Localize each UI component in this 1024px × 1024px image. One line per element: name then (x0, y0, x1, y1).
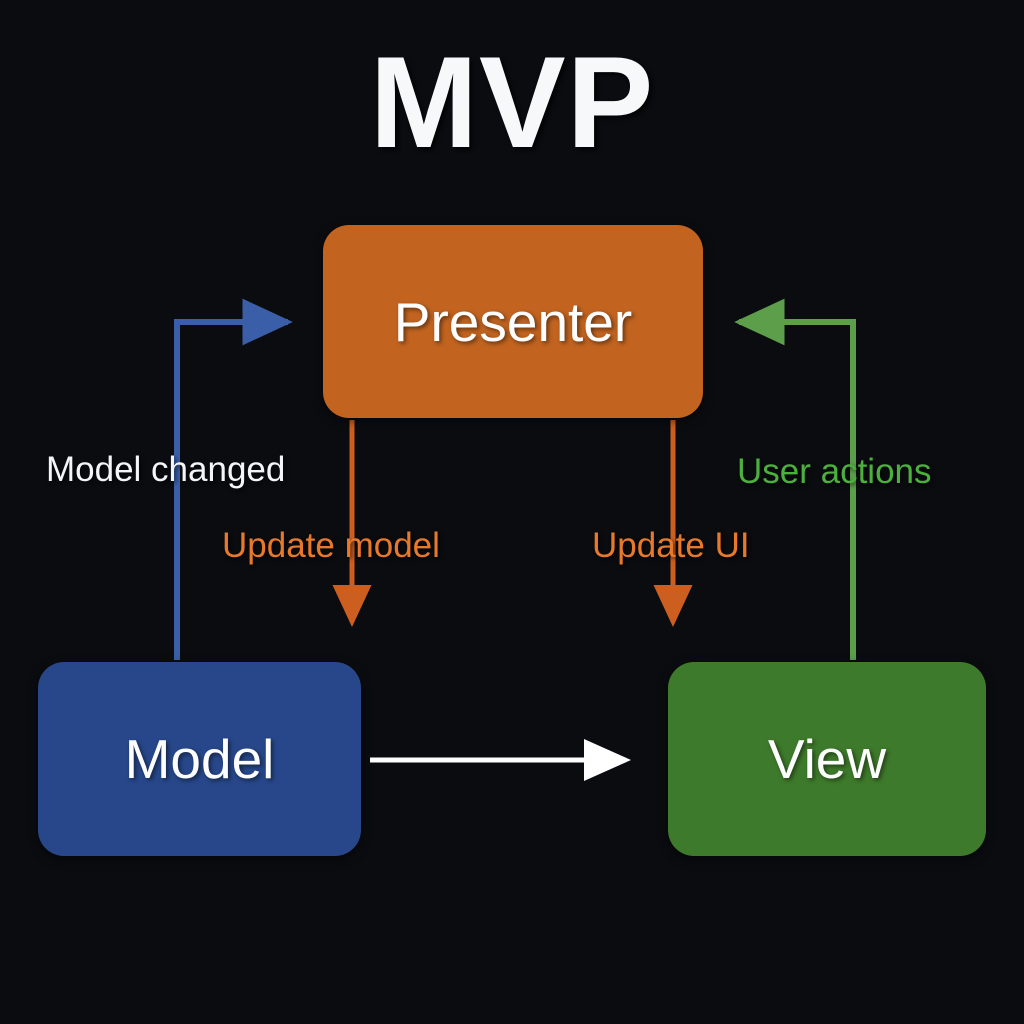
edge-label-update-model: Update model (222, 526, 440, 565)
edge-label-user-actions: User actions (737, 452, 932, 491)
node-presenter[interactable]: Presenter (323, 225, 703, 418)
node-model[interactable]: Model (38, 662, 361, 856)
node-view[interactable]: View (668, 662, 986, 856)
edge-label-model-changed: Model changed (46, 450, 286, 489)
edge-user-actions-path (734, 298, 856, 660)
edge-label-update-ui: Update UI (592, 526, 750, 565)
node-presenter-label: Presenter (393, 290, 633, 353)
node-model-label: Model (124, 728, 275, 790)
node-view-label: View (767, 728, 887, 790)
diagram-title: MVP (369, 29, 655, 175)
edge-model-changed-path (174, 298, 293, 660)
